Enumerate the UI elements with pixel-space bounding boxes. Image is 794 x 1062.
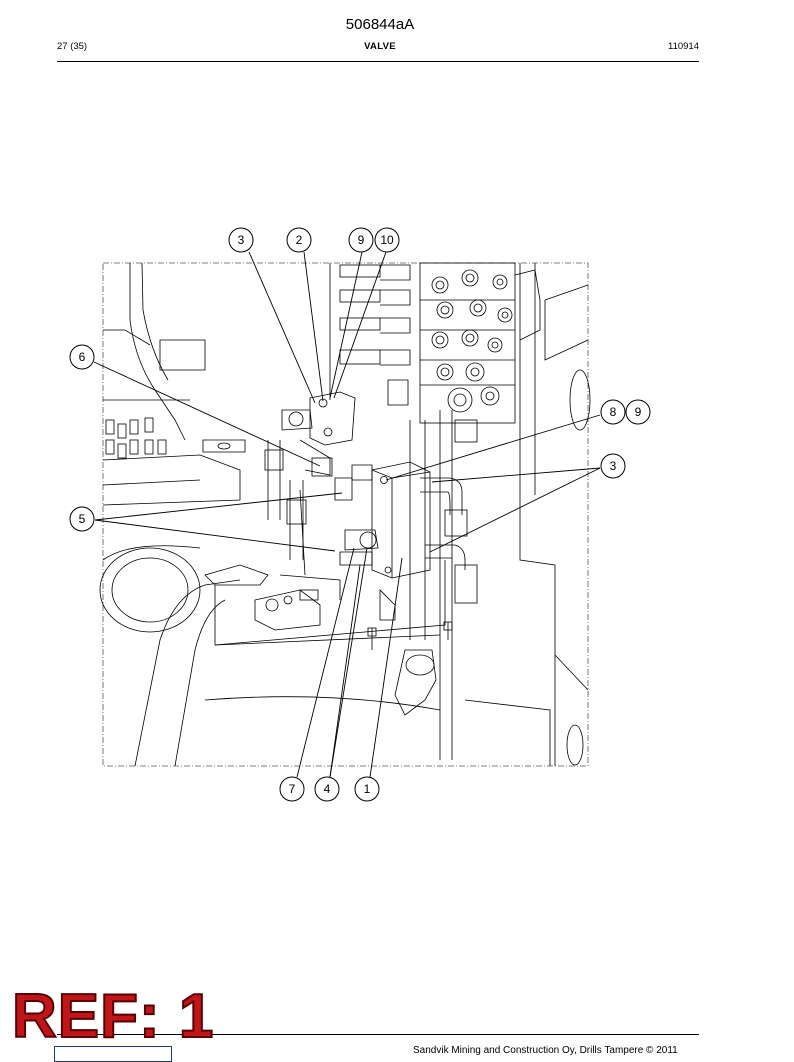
leader-lines (93, 251, 601, 778)
callout-3-right (600, 453, 626, 479)
callout-4 (314, 776, 340, 802)
callout-2 (286, 227, 312, 253)
callout-label-10: 10 (380, 233, 394, 247)
callout-label-4: 4 (324, 782, 331, 796)
header-rule (57, 61, 699, 62)
machine-linework (99, 262, 591, 767)
reference-stamp: REF: 1 (11, 982, 215, 1051)
callout-label-1: 1 (364, 782, 371, 796)
footer-copyright: Sandvik Mining and Construction Oy, Dril… (413, 1045, 678, 1056)
page-indicator: 27 (35) (57, 41, 88, 52)
callout-7 (279, 776, 305, 802)
callout-9-right (625, 399, 651, 425)
footer-rule (57, 1034, 699, 1035)
callout-label-3-right: 3 (610, 459, 617, 473)
callout-label-2: 2 (296, 233, 303, 247)
document-number: 506844aA (345, 16, 415, 33)
callout-1 (354, 776, 380, 802)
callout-6 (69, 344, 95, 370)
date-code: 110914 (668, 41, 699, 52)
callout-10 (374, 227, 400, 253)
callout-label-8: 8 (610, 405, 617, 419)
callout-label-9-top: 9 (358, 233, 365, 247)
callout-9-top (348, 227, 374, 253)
callout-label-7: 7 (289, 782, 296, 796)
callout-label-6: 6 (79, 350, 86, 364)
callout-8 (600, 399, 626, 425)
callout-label-5: 5 (79, 512, 86, 526)
drawing-frame (102, 262, 589, 767)
callout-circles (69, 227, 651, 802)
callout-label-3-top: 3 (238, 233, 245, 247)
callout-label-9-right: 9 (635, 405, 642, 419)
callout-3-top (228, 227, 254, 253)
callout-5 (69, 506, 95, 532)
page-title: VALVE (364, 41, 396, 52)
